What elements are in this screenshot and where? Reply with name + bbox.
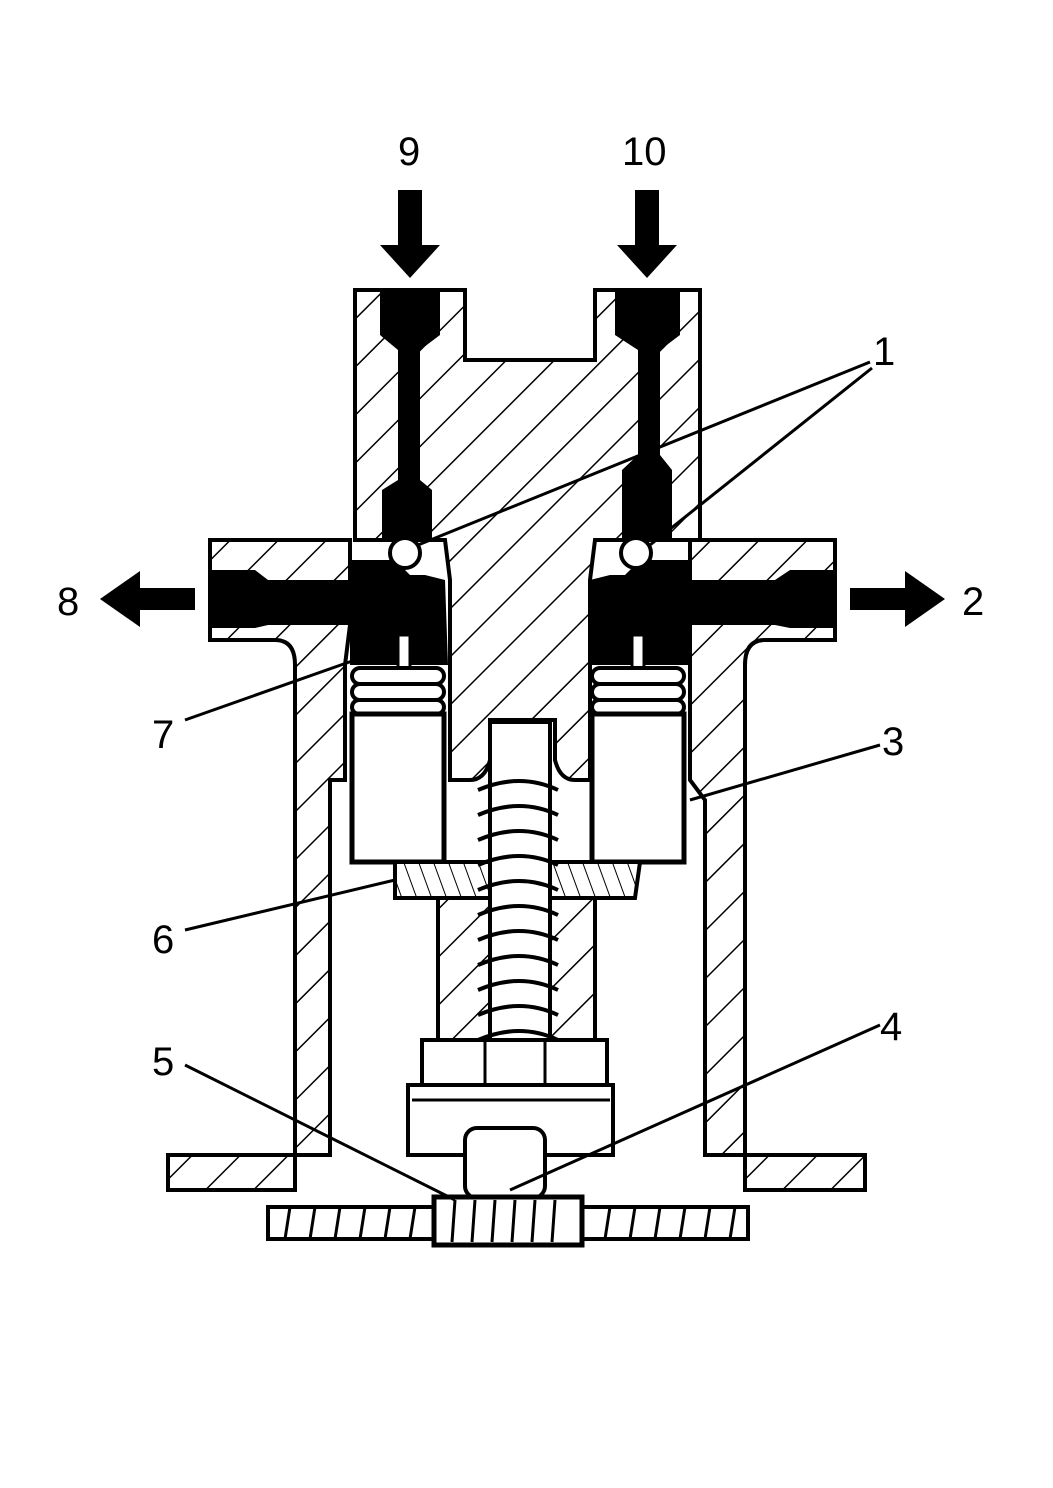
right-check-ball [619, 536, 653, 570]
arrow-right-icon [850, 571, 945, 627]
gear-teeth [283, 1206, 737, 1240]
right-cross-passage [588, 560, 835, 665]
callout-6: 6 [152, 918, 174, 962]
callout-2: 2 [962, 580, 984, 624]
callout-10: 10 [622, 130, 667, 174]
arrow-down-icon [617, 190, 677, 278]
base-flange-right [743, 1153, 867, 1192]
callout-4: 4 [880, 1005, 902, 1049]
left-check-ball [388, 536, 422, 570]
drive-key-block [463, 1126, 547, 1200]
gear-hub [431, 1194, 585, 1248]
callout-5: 5 [152, 1040, 174, 1084]
leader-1b [649, 366, 873, 547]
arrow-left-icon [100, 571, 195, 627]
base-flange [166, 1153, 297, 1192]
housing-right-wall [688, 538, 837, 1157]
left-plunger [349, 666, 447, 865]
leader-1a [417, 360, 871, 547]
housing-left-wall [208, 538, 352, 1157]
arrow-down-icon [380, 190, 440, 278]
right-inlet-passage [615, 292, 680, 540]
right-pin [630, 633, 646, 672]
callout-9: 9 [398, 130, 420, 174]
callout-8: 8 [57, 580, 79, 624]
left-pin [396, 633, 412, 672]
leader-7 [184, 658, 356, 722]
leader-5 [184, 1063, 456, 1202]
leader-4 [509, 1023, 881, 1192]
shaft-threads [477, 779, 559, 1042]
left-inlet-passage [380, 292, 440, 540]
callout-1: 1 [873, 330, 895, 374]
drive-shaft [488, 720, 552, 1064]
hex-nut [420, 1038, 609, 1087]
left-cross-passage [210, 560, 448, 665]
right-plunger [589, 666, 687, 865]
leader-3 [689, 743, 881, 802]
callout-3: 3 [882, 720, 904, 764]
leader-6 [184, 878, 396, 932]
callout-7: 7 [152, 713, 174, 757]
